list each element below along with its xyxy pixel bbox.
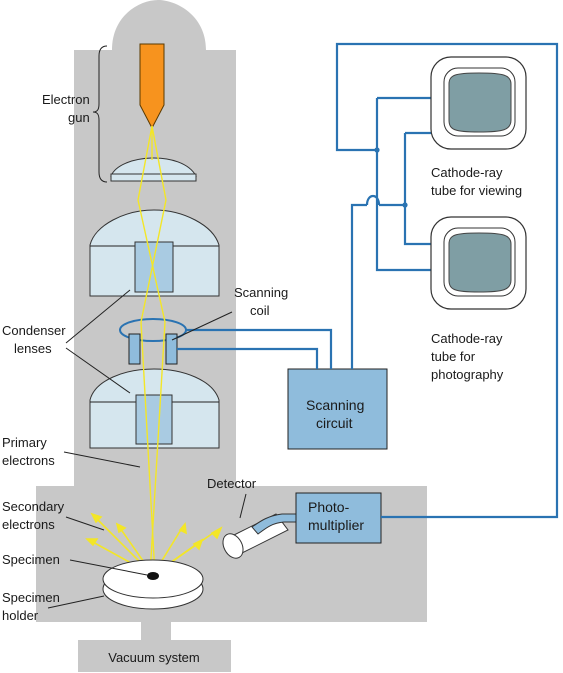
gun-lens-base [110, 173, 197, 182]
photomultiplier-label-line1: Photo- [308, 499, 350, 515]
vacuum-stem [141, 620, 171, 640]
specimen-holder-leader [47, 595, 105, 609]
crt-viewing [430, 56, 527, 150]
crt-photography-label-line1: Cathode-ray [431, 331, 503, 346]
crt-photography-label-line2: tube for [431, 349, 476, 364]
vacuum-system-label: Vacuum system [108, 650, 200, 665]
scanning-circuit-label-line2: circuit [316, 415, 353, 431]
scanning-circuit-label-line1: Scanning [306, 397, 364, 413]
photomultiplier-label-line2: multiplier [308, 517, 364, 533]
electron-beam [137, 125, 167, 576]
specimen-leader [69, 559, 148, 576]
detector-leader [239, 493, 247, 519]
specimen-holder-label-line1: Specimen [2, 590, 60, 605]
primary-electrons-label-line1: Primary [2, 435, 47, 450]
condenser-leader-lower [65, 347, 131, 394]
crt-photography [430, 216, 527, 310]
lens-upper-bore [134, 241, 174, 293]
crt-viewing-label-line1: Cathode-ray [431, 165, 503, 180]
lens-lower-bore [135, 394, 173, 445]
specimen [147, 572, 159, 580]
scanning-coil-label-line1: Scanning [234, 285, 288, 300]
scanning-coil-leader [171, 311, 233, 341]
secondary-electrons-leader [65, 516, 105, 531]
specimen-label: Specimen [2, 552, 60, 567]
secondary-electrons-label-line1: Secondary [2, 499, 65, 514]
scanning-coil-left [128, 333, 141, 365]
condenser-lenses-label-line1: Condenser [2, 323, 66, 338]
primary-electrons-leader [63, 451, 141, 468]
signal-wires [177, 42, 559, 519]
vacuum-system-block [78, 640, 231, 672]
crt-viewing-label-line2: tube for viewing [431, 183, 522, 198]
crt-photography-label-line3: photography [431, 367, 504, 382]
specimen-holder-label-line2: holder [2, 608, 39, 623]
scanning-circuit-box [287, 368, 388, 450]
electron-gun-label-line2: gun [68, 110, 90, 125]
condenser-leader-upper [65, 289, 131, 344]
secondary-electrons-label-line2: electrons [2, 517, 55, 532]
detector-label: Detector [207, 476, 257, 491]
condenser-lenses-label-line2: lenses [14, 341, 52, 356]
electron-gun [139, 43, 165, 130]
scanning-coil-label-line2: coil [250, 303, 270, 318]
electron-gun-brace [92, 45, 108, 183]
primary-electrons-label-line2: electrons [2, 453, 55, 468]
electron-gun-label-line1: Electron [42, 92, 90, 107]
